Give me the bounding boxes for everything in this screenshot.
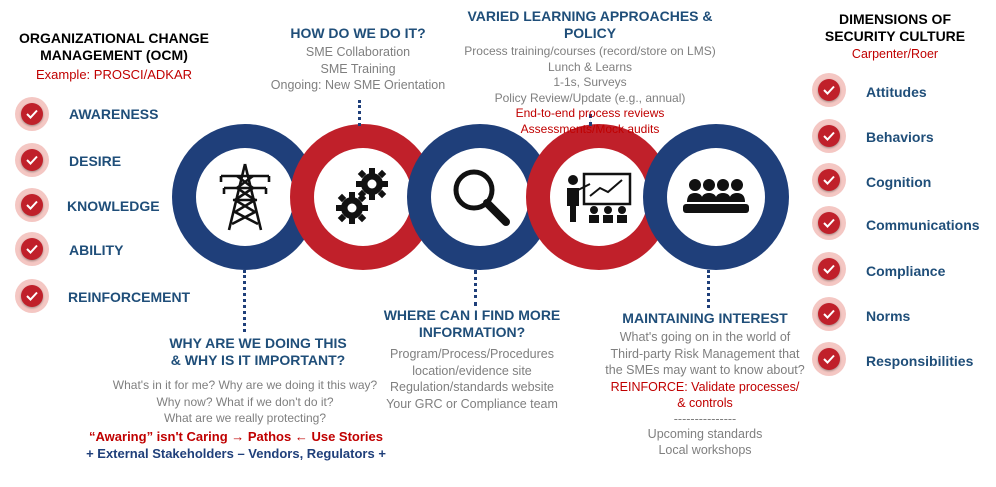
why-line-3: What are we really protecting? <box>163 411 327 425</box>
culture-title-line1: DIMENSIONS OF <box>838 11 951 27</box>
ocm-item-reinforcement: REINFORCEMENT <box>68 289 191 305</box>
where-title: WHERE CAN I FIND MORE INFORMATION? <box>372 307 572 341</box>
culture-subtitle: Carpenter/Roer <box>851 47 939 61</box>
culture-item-communications: Communications <box>866 217 980 233</box>
ocm-bullet-desire <box>15 143 49 177</box>
how-line-1: SME Collaboration <box>305 45 411 59</box>
maintain-separator: --------------- <box>673 411 737 426</box>
ocm-item-desire: DESIRE <box>69 153 122 169</box>
check-icon <box>823 309 835 319</box>
culture-title-line2: SECURITY CULTURE <box>824 28 966 44</box>
check-icon <box>26 291 38 301</box>
ocm-title: ORGANIZATIONAL CHANGE MANAGEMENT (OCM) <box>14 30 214 64</box>
why-title-line2: & WHY IS IT IMPORTANT? <box>170 352 346 368</box>
culture-item-behaviors: Behaviors <box>866 129 934 145</box>
where-line-2: location/evidence site <box>412 363 532 378</box>
varied-red-line-2: Assessments/Mock audits <box>520 121 660 136</box>
varied-red-line-1: End-to-end process reviews <box>515 106 665 120</box>
check-icon <box>26 109 38 119</box>
ocm-bullet-reinforcement <box>15 279 49 313</box>
maintain-red-line-2: & controls <box>677 396 733 410</box>
ring-varied <box>526 124 672 270</box>
check-icon <box>823 85 835 95</box>
varied-title: VARIED LEARNING APPROACHES & POLICY <box>467 8 713 41</box>
where-line-4: Your GRC or Compliance team <box>386 396 558 411</box>
how-title: HOW DO WE DO IT? <box>290 25 426 41</box>
why-line-2: Why now? What if we don't do it? <box>156 394 334 409</box>
maintain-line-2: Third-party Risk Management that <box>610 346 800 361</box>
maintain-section: MAINTAINING INTEREST What's going on in … <box>590 310 820 459</box>
culture-item-responsibilities: Responsibilities <box>866 353 974 369</box>
varied-line-1: Process training/courses (record/store o… <box>464 44 716 58</box>
connector-maintain <box>707 270 710 308</box>
culture-title: DIMENSIONS OF SECURITY CULTURE <box>810 11 980 45</box>
why-title: WHY ARE WE DOING THIS & WHY IS IT IMPORT… <box>128 335 388 369</box>
ocm-title-line1: ORGANIZATIONAL CHANGE <box>18 30 210 46</box>
ocm-item-knowledge: KNOWLEDGE <box>67 198 160 214</box>
culture-item-compliance: Compliance <box>866 263 946 279</box>
ring-maintain <box>643 124 789 270</box>
why-title-line1: WHY ARE WE DOING THIS <box>169 335 347 351</box>
maintain-line-3: the SMEs may want to know about? <box>605 363 805 377</box>
ocm-title-line2: MANAGEMENT (OCM) <box>40 47 188 63</box>
check-icon <box>823 354 835 364</box>
how-section: HOW DO WE DO IT? SME Collaboration SME T… <box>248 25 468 94</box>
how-line-2: SME Training <box>320 61 396 76</box>
check-icon <box>26 244 38 254</box>
ocm-example: Example: PROSCI/ADKAR <box>35 67 193 82</box>
why-line-1: What's in it for me? Why are we doing it… <box>112 378 378 392</box>
culture-bullet-compliance <box>812 252 846 286</box>
power-tower-icon <box>219 163 271 231</box>
connector-varied <box>589 114 592 126</box>
where-title-line1: WHERE CAN I FIND MORE <box>383 307 561 323</box>
culture-bullet-cognition <box>812 163 846 197</box>
culture-item-cognition: Cognition <box>866 174 932 190</box>
connector-where <box>474 270 477 306</box>
why-lines: What's in it for me? Why are we doing it… <box>80 377 410 427</box>
varied-line-3: 1-1s, Surveys <box>553 75 627 89</box>
team-meeting-icon <box>683 179 749 213</box>
ocm-bullet-awareness <box>15 97 49 131</box>
where-title-line2: INFORMATION? <box>418 324 526 340</box>
maintain-after-line-1: Upcoming standards <box>647 426 763 441</box>
where-line-3: Regulation/standards website <box>390 380 554 394</box>
culture-item-attitudes: Attitudes <box>866 84 927 100</box>
culture-bullet-communications <box>812 206 846 240</box>
check-icon <box>823 218 835 228</box>
culture-bullet-behaviors <box>812 119 846 153</box>
why-blue-line: + External Stakeholders – Vendors, Regul… <box>86 446 386 461</box>
maintain-after-line-2: Local workshops <box>658 443 752 457</box>
culture-bullet-attitudes <box>812 73 846 107</box>
ocm-bullet-ability <box>15 232 49 266</box>
ocm-bullet-knowledge <box>15 188 49 222</box>
maintain-line-1: What's going on in the world of <box>619 330 791 344</box>
how-line-3: Ongoing: New SME Orientation <box>270 78 446 92</box>
connector-how <box>358 100 361 126</box>
maintain-red-line-1: REINFORCE: Validate processes/ <box>610 379 800 394</box>
check-icon <box>823 264 835 274</box>
why-red-line: “Awaring” isn't Caring → Pathos ← Use St… <box>89 429 383 444</box>
ocm-item-ability: ABILITY <box>69 242 124 258</box>
culture-bullet-norms <box>812 297 846 331</box>
magnifier-icon <box>453 169 510 226</box>
presentation-icon <box>567 172 632 223</box>
culture-item-norms: Norms <box>866 308 911 324</box>
check-icon <box>26 200 38 210</box>
varied-section: VARIED LEARNING APPROACHES & POLICY Proc… <box>440 8 740 137</box>
ocm-item-awareness: AWARENESS <box>69 106 159 122</box>
varied-line-4: Policy Review/Update (e.g., annual) <box>494 90 686 105</box>
varied-line-2: Lunch & Learns <box>547 59 633 74</box>
maintain-title: MAINTAINING INTEREST <box>622 310 788 326</box>
where-line-1: Program/Process/Procedures <box>390 347 554 361</box>
check-icon <box>26 155 38 165</box>
culture-bullet-responsibilities <box>812 342 846 376</box>
where-lines: Program/Process/Procedures location/evid… <box>362 346 582 412</box>
connector-why <box>243 270 246 332</box>
check-icon <box>823 175 835 185</box>
check-icon <box>823 131 835 141</box>
gears-icon <box>336 168 388 224</box>
